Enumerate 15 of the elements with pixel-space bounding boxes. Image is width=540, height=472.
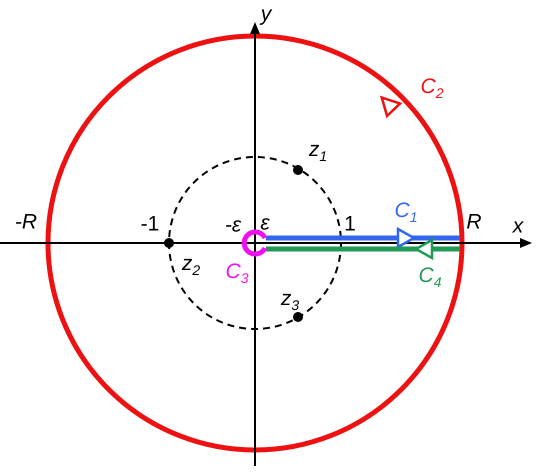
- tick-label: 1: [344, 214, 356, 234]
- tick-label: ε: [260, 212, 270, 234]
- contour-label: C$_{3}$: [226, 260, 248, 286]
- axis-label: y: [260, 4, 272, 24]
- point-label: z$_{1}$: [308, 138, 328, 164]
- axis-label: x: [512, 216, 524, 236]
- tick-label: -R: [14, 212, 38, 232]
- contour-label: C$_{2}$: [420, 76, 444, 100]
- point-label: z$_{3}$: [280, 288, 300, 312]
- tick-label: -1: [140, 214, 160, 234]
- tick-label: -ε: [224, 214, 242, 236]
- tick-label: R: [466, 212, 482, 232]
- contour-label: C$_{1}$: [394, 200, 418, 224]
- point-label: z$_{2}$: [182, 252, 200, 278]
- contour-label: C$_{4}$: [418, 264, 442, 290]
